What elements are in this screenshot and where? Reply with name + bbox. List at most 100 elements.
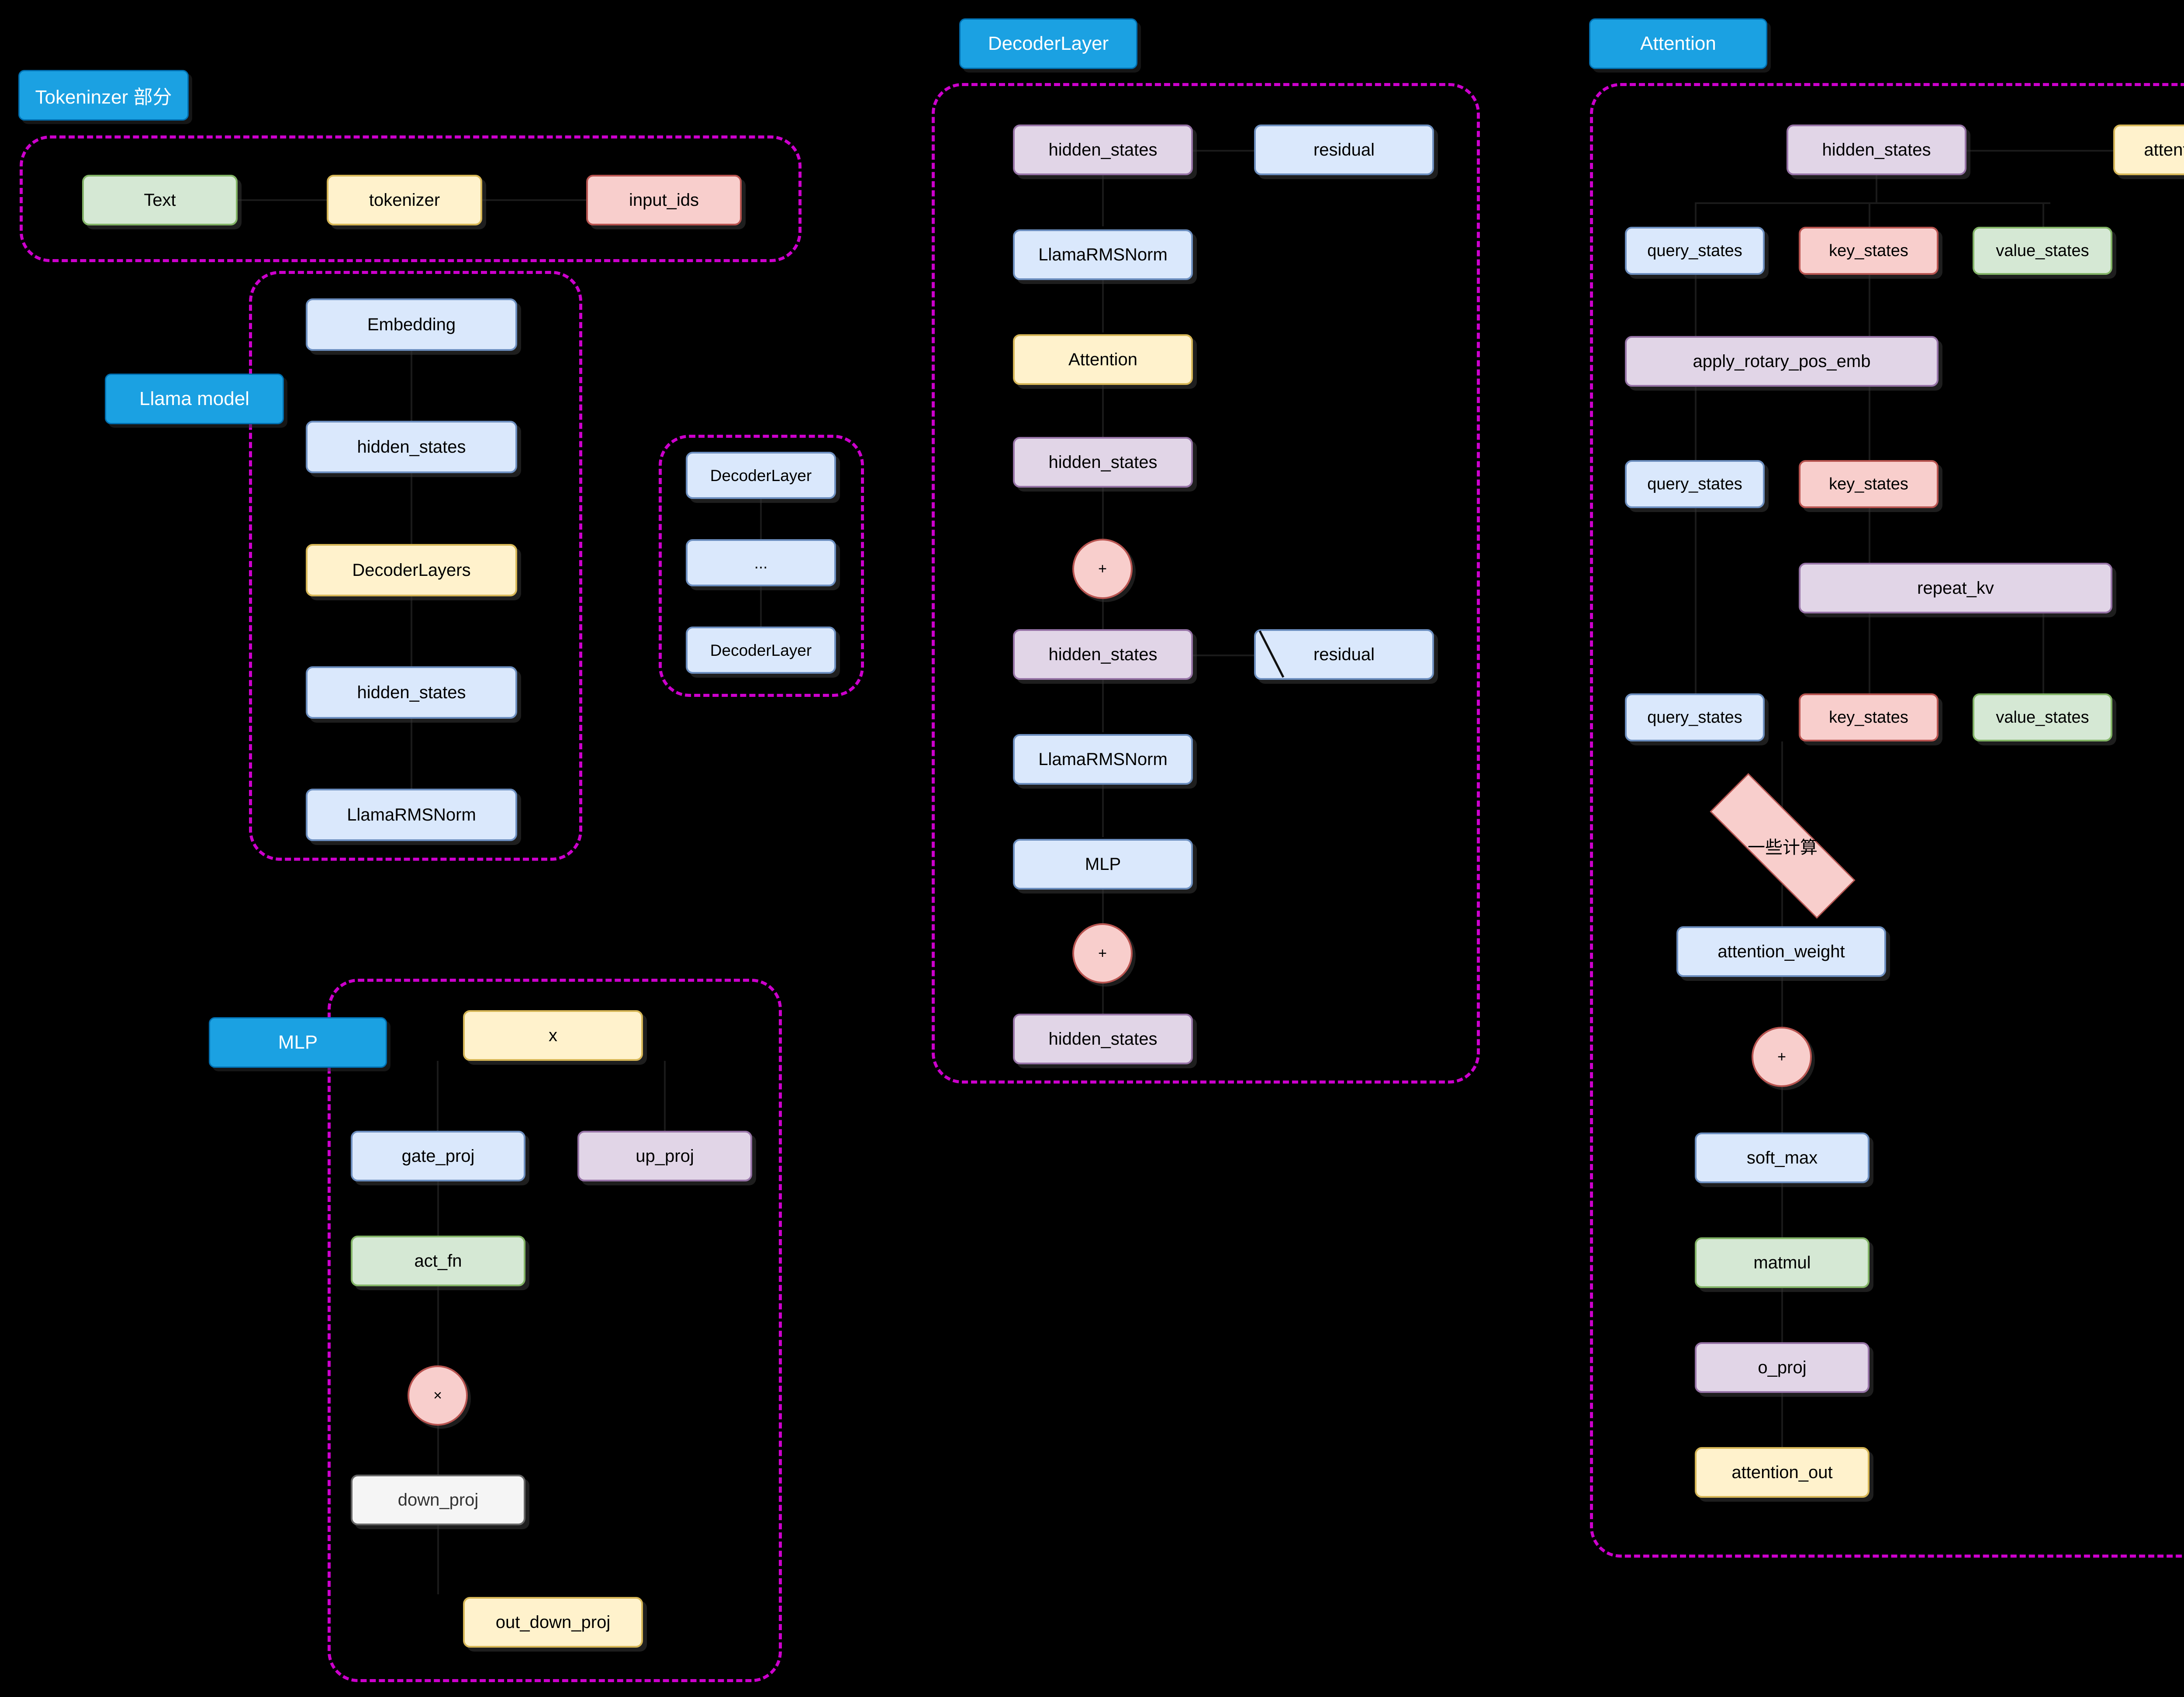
connector-hidden1-decoderlayers: [411, 473, 412, 552]
connector-actfn-mul: [437, 1286, 439, 1370]
node-att-query-3[interactable]: query_states: [1625, 693, 1765, 741]
node-att-value-1[interactable]: value_states: [1973, 227, 2112, 275]
connector-hidden2-rmsnorm: [411, 719, 412, 791]
connector-matmul-oproj: [1781, 1288, 1783, 1344]
node-dl-residual-1[interactable]: residual: [1254, 125, 1434, 175]
node-dl-rmsnorm-2[interactable]: LlamaRMSNorm: [1013, 734, 1193, 785]
diamond-label: 一些计算: [1748, 838, 1818, 857]
node-act-fn[interactable]: act_fn: [351, 1236, 525, 1286]
node-dl-add-1[interactable]: +: [1072, 539, 1133, 599]
connector-att-to-v1: [2042, 202, 2044, 228]
node-att-some-computation[interactable]: 一些计算: [1676, 773, 1890, 919]
connector-dl-hidden3-rmsnorm2: [1102, 680, 1104, 732]
node-llama-hidden-1[interactable]: hidden_states: [306, 421, 517, 473]
node-att-key-1[interactable]: key_states: [1799, 227, 1939, 275]
connector-softmax-matmul: [1781, 1183, 1783, 1239]
connector-att-q-row: [1695, 202, 2050, 204]
node-dl-hidden-4[interactable]: hidden_states: [1013, 1014, 1193, 1064]
connector-oproj-attnout: [1781, 1393, 1783, 1449]
node-att-repeat-kv[interactable]: repeat_kv: [1799, 563, 2112, 613]
connector-repeatkv-v3: [2042, 613, 2044, 693]
connector-dl-mlp-plus2: [1102, 890, 1104, 934]
connector-dl-rmsnorm2-mlp: [1102, 785, 1104, 837]
group-decoder-layer: [932, 83, 1480, 1084]
connector-downproj-outdownproj: [437, 1525, 439, 1594]
node-att-hidden-states[interactable]: hidden_states: [1787, 125, 1966, 175]
tag-mlp[interactable]: MLP: [209, 1017, 387, 1068]
connector-att-hidden-q: [1876, 175, 1877, 203]
node-att-o-proj[interactable]: o_proj: [1695, 1342, 1870, 1393]
tag-attention[interactable]: Attention: [1589, 18, 1767, 69]
connector-rotary-q2: [1695, 387, 1697, 460]
connector-text-tokenizer: [238, 199, 327, 201]
residual-crossing-edge: [1258, 630, 1285, 678]
group-tokenizer: [20, 135, 802, 262]
tag-llama-model[interactable]: Llama model: [105, 374, 284, 424]
node-att-apply-rotary[interactable]: apply_rotary_pos_emb: [1625, 336, 1939, 387]
node-dl-hidden-1[interactable]: hidden_states: [1013, 125, 1193, 175]
node-att-attention-mask[interactable]: attention_mask: [2113, 125, 2184, 175]
connector-dl-hidden2-plus1: [1102, 488, 1104, 547]
group-attention: [1590, 83, 2184, 1558]
connector-dl-attention-hidden2: [1102, 385, 1104, 439]
node-att-soft-max[interactable]: soft_max: [1695, 1132, 1870, 1183]
node-att-key-3[interactable]: key_states: [1799, 693, 1939, 741]
node-llama-hidden-2[interactable]: hidden_states: [306, 666, 517, 719]
node-down-proj[interactable]: down_proj: [351, 1475, 525, 1525]
node-llama-rmsnorm[interactable]: LlamaRMSNorm: [306, 789, 517, 841]
node-embedding[interactable]: Embedding: [306, 298, 517, 351]
node-decoderlayer-last[interactable]: DecoderLayer: [686, 627, 836, 674]
node-att-attention-out[interactable]: attention_out: [1695, 1447, 1870, 1498]
connector-att-to-k1: [1869, 202, 1870, 228]
node-att-matmul[interactable]: matmul: [1695, 1237, 1870, 1288]
connector-stack-2-3: [760, 586, 762, 632]
connector-tokenizer-inputids: [482, 199, 586, 201]
connector-repeatkv-k3: [1869, 613, 1870, 693]
tag-decoder-layer[interactable]: DecoderLayer: [959, 18, 1137, 69]
node-att-query-2[interactable]: query_states: [1625, 460, 1765, 508]
connector-dl-hidden1-residual: [1193, 150, 1254, 152]
connector-x-upproj: [664, 1061, 666, 1131]
node-mlp-multiply[interactable]: ×: [408, 1365, 468, 1426]
node-tokenizer[interactable]: tokenizer: [327, 175, 482, 225]
node-att-add[interactable]: +: [1752, 1027, 1812, 1087]
node-dl-hidden-2[interactable]: hidden_states: [1013, 437, 1193, 488]
group-llama-model: [249, 271, 582, 861]
connector-gateproj-actfn: [437, 1181, 439, 1237]
connector-dl-hidden1-rmsnorm1: [1102, 175, 1104, 226]
node-dl-rmsnorm-1[interactable]: LlamaRMSNorm: [1013, 229, 1193, 280]
node-decoderlayers[interactable]: DecoderLayers: [306, 544, 517, 596]
connector-plus-softmax: [1781, 1087, 1783, 1134]
node-dl-add-2[interactable]: +: [1072, 923, 1133, 984]
node-out-down-proj[interactable]: out_down_proj: [463, 1597, 643, 1648]
connector-k2-repeatkv: [1869, 508, 1870, 564]
node-text[interactable]: Text: [82, 175, 238, 225]
node-dl-mlp[interactable]: MLP: [1013, 839, 1193, 890]
node-att-key-2[interactable]: key_states: [1799, 460, 1939, 508]
connector-x-gateproj: [437, 1061, 439, 1131]
connector-dl-plus1-hidden3: [1102, 599, 1104, 637]
node-dl-attention[interactable]: Attention: [1013, 334, 1193, 385]
node-input-ids[interactable]: input_ids: [586, 175, 742, 225]
connector-q1-rotary: [1695, 275, 1697, 336]
group-mlp: [328, 979, 782, 1682]
node-mlp-x[interactable]: x: [463, 1010, 643, 1061]
connector-dl-hidden3-residual2: [1193, 655, 1254, 656]
node-att-attention-weight[interactable]: attention_weight: [1676, 926, 1886, 977]
node-gate-proj[interactable]: gate_proj: [351, 1131, 525, 1181]
node-up-proj[interactable]: up_proj: [577, 1131, 752, 1181]
connector-mul-downproj: [437, 1426, 439, 1500]
connector-q2-q3: [1695, 508, 1697, 693]
node-att-value-3[interactable]: value_states: [1973, 693, 2112, 741]
node-dl-hidden-3[interactable]: hidden_states: [1013, 629, 1193, 680]
connector-rotary-k2: [1869, 387, 1870, 460]
node-dl-residual-2[interactable]: residual: [1254, 629, 1434, 680]
connector-attnweight-plus: [1781, 977, 1783, 1029]
tag-tokenizer[interactable]: Tokeninzer 部分: [18, 70, 189, 121]
node-decoderlayer-ellipsis[interactable]: ...: [686, 539, 836, 586]
connector-dl-rmsnorm1-attention: [1102, 280, 1104, 332]
node-decoderlayer-first[interactable]: DecoderLayer: [686, 452, 836, 499]
node-att-query-1[interactable]: query_states: [1625, 227, 1765, 275]
connector-embedding-hidden1: [411, 351, 412, 428]
